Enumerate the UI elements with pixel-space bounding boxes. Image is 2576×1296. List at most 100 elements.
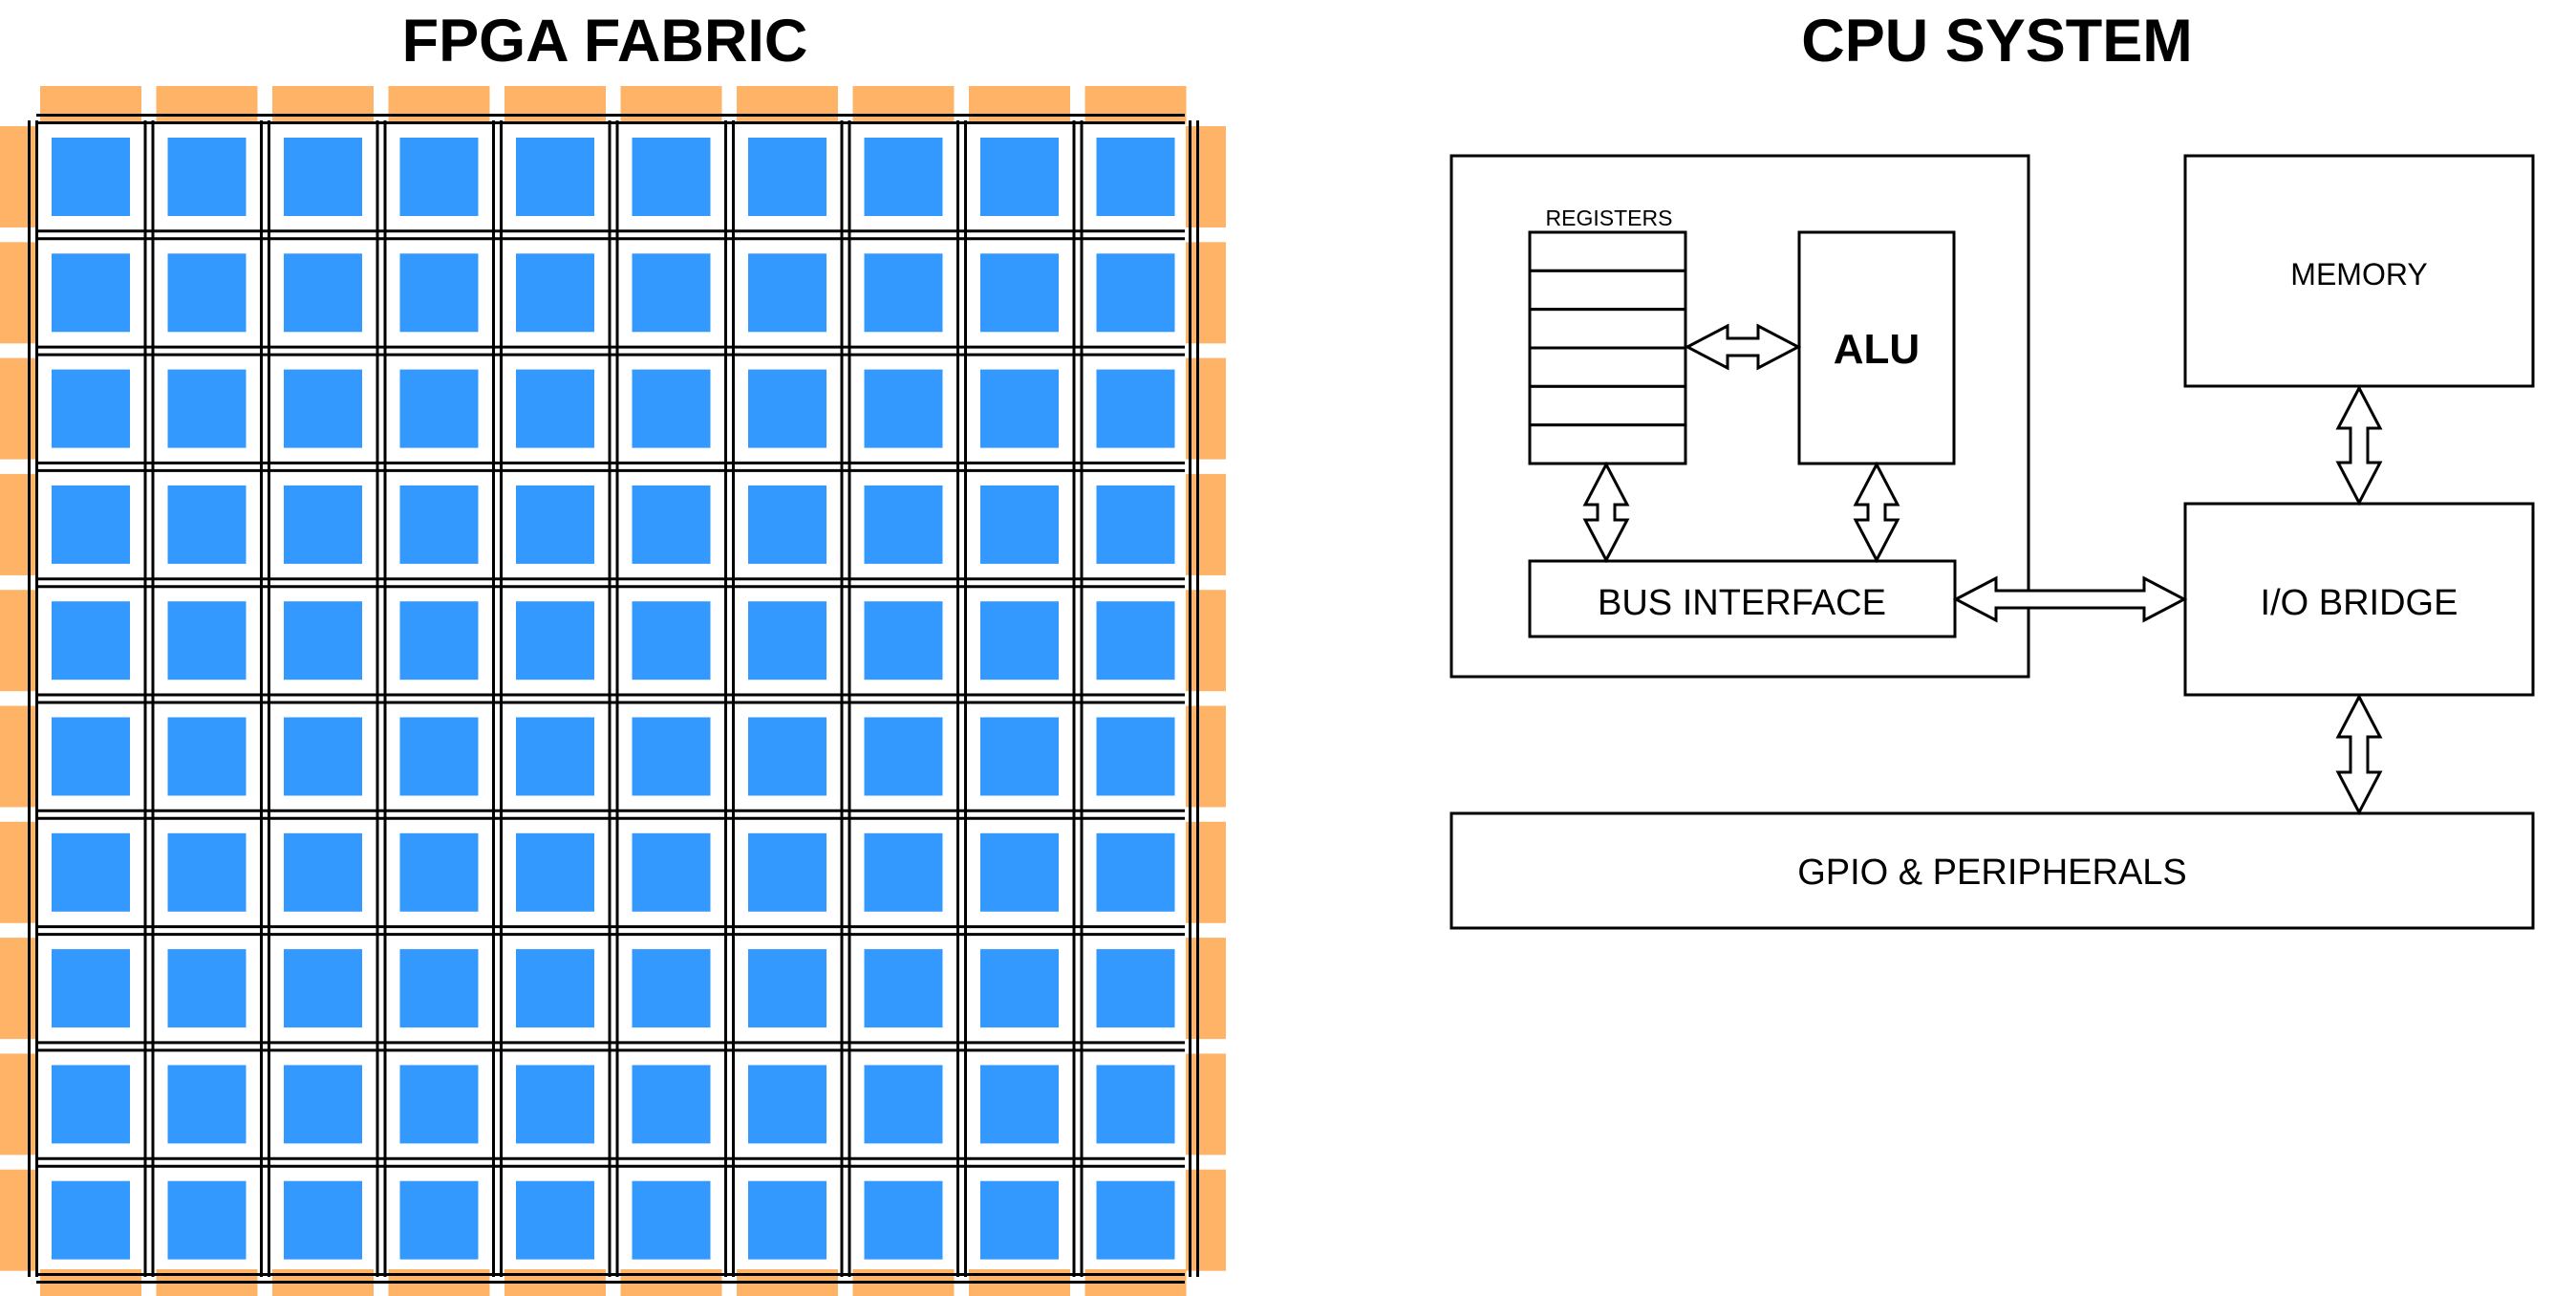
fpga-io-pads-right [1186, 126, 1226, 1271]
logic-block [980, 1065, 1059, 1144]
io-pad-left [0, 242, 36, 344]
bus-interface-label: BUS INTERFACE [1598, 583, 1886, 623]
arrow-registers-alu [1684, 323, 1802, 371]
logic-block [52, 601, 130, 680]
logic-block [516, 601, 594, 680]
memory-label: MEMORY [2290, 257, 2427, 292]
logic-block [167, 485, 247, 564]
logic-block [399, 717, 479, 796]
logic-block [980, 601, 1059, 680]
logic-block [399, 253, 479, 333]
io-pad-right [1186, 357, 1226, 460]
io-pad-top [1084, 86, 1187, 124]
register-row [1528, 230, 1687, 272]
gpio-peripherals-label: GPIO & PERIPHERALS [1797, 853, 2187, 893]
io-pad-top [272, 86, 374, 124]
logic-block [1096, 253, 1175, 333]
logic-block [748, 949, 826, 1028]
io-pad-left [0, 938, 36, 1040]
logic-block [399, 601, 479, 680]
io-bridge-block: I/O BRIDGE [2183, 502, 2535, 697]
register-file [1528, 230, 1687, 465]
logic-block [167, 949, 247, 1028]
memory-block: MEMORY [2183, 154, 2535, 388]
logic-block [516, 1065, 594, 1144]
logic-block [748, 485, 826, 564]
io-pad-right [1186, 1169, 1226, 1271]
logic-block [284, 1180, 362, 1260]
io-pad-left [0, 473, 36, 575]
io-pad-right [1186, 821, 1226, 923]
logic-block [516, 949, 594, 1028]
fpga-io-pads-left [0, 126, 36, 1271]
logic-block [399, 1065, 479, 1144]
alu-block: ALU [1797, 230, 1956, 465]
logic-block [748, 601, 826, 680]
logic-block [167, 1065, 247, 1144]
alu-label: ALU [1834, 326, 1920, 373]
gpio-peripherals-block: GPIO & PERIPHERALS [1449, 811, 2535, 930]
arrow-registers-bus-interface [1582, 461, 1630, 564]
logic-block [399, 369, 479, 448]
logic-block [52, 717, 130, 796]
register-row [1528, 384, 1687, 427]
fpga-title: FPGA FABRIC [402, 8, 808, 75]
io-pad-top [504, 86, 606, 124]
io-pad-left [0, 821, 36, 923]
logic-block [864, 485, 943, 564]
logic-block [167, 601, 247, 680]
logic-block [864, 1180, 943, 1260]
logic-block [167, 1180, 247, 1260]
io-pad-right [1186, 938, 1226, 1040]
cpu-connection-arrows [1582, 323, 2383, 816]
logic-block [516, 1180, 594, 1260]
logic-block [864, 253, 943, 333]
logic-block [399, 485, 479, 564]
logic-block [1096, 949, 1175, 1028]
logic-block [864, 949, 943, 1028]
logic-block [632, 369, 711, 448]
logic-block [284, 832, 362, 912]
io-pad-top [852, 86, 955, 124]
registers-block: REGISTERS [1528, 205, 1687, 465]
logic-block [632, 253, 711, 333]
logic-block [516, 138, 594, 216]
logic-block [516, 485, 594, 564]
register-row [1528, 346, 1687, 388]
logic-block [284, 717, 362, 796]
io-pad-left [0, 1169, 36, 1271]
logic-block [748, 717, 826, 796]
io-pad-top [388, 86, 490, 124]
logic-block [284, 1065, 362, 1144]
logic-block [980, 369, 1059, 448]
logic-block [284, 485, 362, 564]
alu-box [1797, 230, 1956, 465]
logic-block [1096, 717, 1175, 796]
logic-block [52, 253, 130, 333]
logic-block [632, 138, 711, 216]
logic-block [399, 949, 479, 1028]
logic-block [980, 832, 1059, 912]
logic-block [516, 717, 594, 796]
logic-block [52, 1065, 130, 1144]
bus-interface-box [1528, 559, 1957, 638]
logic-block [864, 832, 943, 912]
arrow-io-bridge-gpio [2335, 693, 2383, 816]
logic-block [864, 601, 943, 680]
logic-block [167, 138, 247, 216]
arrow-memory-io-bridge [2335, 384, 2383, 507]
logic-block [167, 717, 247, 796]
io-pad-right [1186, 705, 1226, 808]
logic-block [980, 138, 1059, 216]
register-row [1528, 269, 1687, 312]
cpu-system-section: CPU SYSTEM REGISTERS ALU BUS INTERFACE M… [1449, 8, 2535, 930]
bus-interface-block: BUS INTERFACE [1528, 559, 1957, 638]
logic-block [1096, 485, 1175, 564]
io-pad-right [1186, 473, 1226, 575]
logic-block [399, 138, 479, 216]
logic-block [52, 1180, 130, 1260]
logic-block [284, 138, 362, 216]
logic-block [748, 253, 826, 333]
logic-block [52, 485, 130, 564]
